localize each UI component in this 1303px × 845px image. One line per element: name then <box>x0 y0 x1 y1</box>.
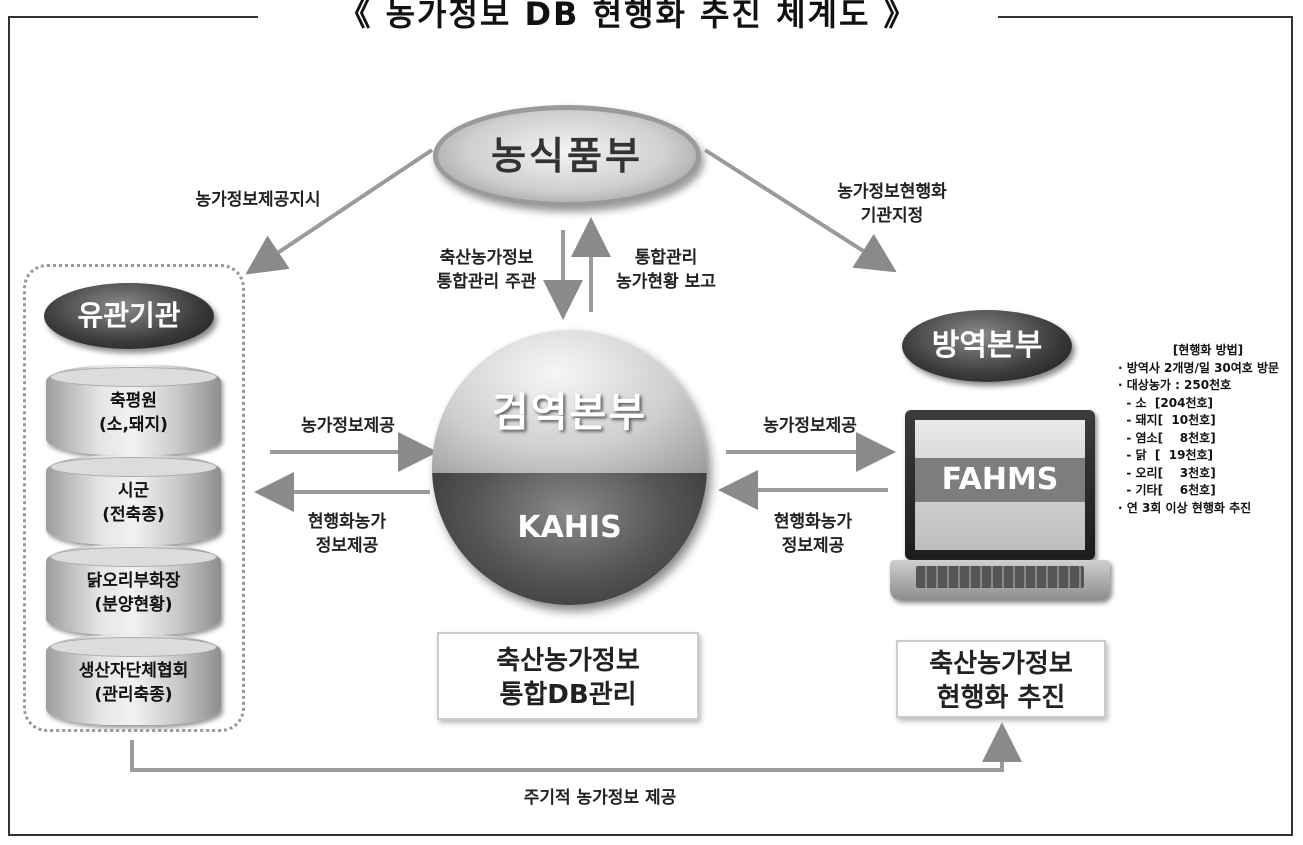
notes-line: - 돼지[ 10천호] <box>1118 413 1216 427</box>
update-method-notes: [현행화 방법] · 방역사 2개명/일 30여호 방문 · 대상농가 : 25… <box>1118 342 1298 517</box>
notes-line: - 소 [204천호] <box>1118 395 1214 410</box>
arrow-periodic <box>130 722 1022 772</box>
notes-line: · 방역사 2개명/일 30여호 방문 <box>1118 360 1280 375</box>
quarantine-headquarters-pill: 방역본부 <box>902 310 1072 382</box>
label-return-left: 현행화농가 정보제공 <box>307 512 387 556</box>
notes-header: [현행화 방법] <box>1172 343 1244 357</box>
label-report: 통합관리 농가현황 보고 <box>616 248 716 292</box>
cylinder-hatchery: 닭오리부화장 (분양현황) <box>46 545 221 635</box>
label-provide-left: 농가정보제공 <box>301 416 395 436</box>
label-designate: 농가정보현행화 기관지정 <box>837 182 947 226</box>
node-quarantine-agency: 검역본부 KAHIS <box>432 330 707 605</box>
laptop-icon: FAHMS <box>890 410 1110 630</box>
node-agriculture-ministry-label: 농식품부 <box>491 134 643 178</box>
fahms-label: FAHMS <box>915 458 1085 502</box>
notes-line: · 대상농가 : 250천호 <box>1118 378 1232 392</box>
label-return-right: 현행화농가 정보제공 <box>773 512 853 556</box>
notes-line: - 염소[ 8천호] <box>1118 430 1216 445</box>
label-manage: 축산농가정보 통합관리 주관 <box>436 248 537 292</box>
globe-title: 검역본부 <box>491 390 648 436</box>
label-instruct: 농가정보제공지시 <box>195 190 321 210</box>
node-agriculture-ministry: 농식품부 <box>433 105 701 207</box>
cylinder-label: 생산자단체협회 (관리축종) <box>78 661 189 705</box>
arrow-top-to-quarantine <box>703 148 897 273</box>
cylinder-animal-evaluation: 축평원 (소,돼지) <box>46 365 221 455</box>
box-integrated-db: 축산농가정보 통합DB관리 <box>437 632 699 720</box>
notes-line: - 오리[ 3천호] <box>1118 465 1216 480</box>
cylinder-city-county: 시군 (전축종) <box>46 455 221 545</box>
box-update-drive: 축산농가정보 현행화 추진 <box>896 640 1106 718</box>
globe-system: KAHIS <box>517 510 622 545</box>
diagram-title: 《 농가정보 DB 현행화 추진 체계도 》 <box>258 0 998 34</box>
cylinder-label: 시군 (전축종) <box>102 481 165 525</box>
notes-line: - 기타[ 6천호] <box>1118 483 1216 497</box>
related-agencies-pill: 유관기관 <box>44 283 214 349</box>
arrow-top-to-related <box>245 148 434 275</box>
cylinder-label: 닭오리부화장 (분양현황) <box>86 571 181 615</box>
notes-line: - 닭 [ 19천호] <box>1118 448 1214 462</box>
label-provide-right: 농가정보제공 <box>763 416 857 436</box>
cylinder-producer-association: 생산자단체협회 (관리축종) <box>46 635 221 725</box>
label-periodic: 주기적 농가정보 제공 <box>523 788 677 808</box>
related-agencies-group <box>23 264 245 732</box>
notes-line: · 연 3회 이상 현행화 추진 <box>1118 500 1252 515</box>
cylinder-label: 축평원 (소,돼지) <box>99 391 168 435</box>
